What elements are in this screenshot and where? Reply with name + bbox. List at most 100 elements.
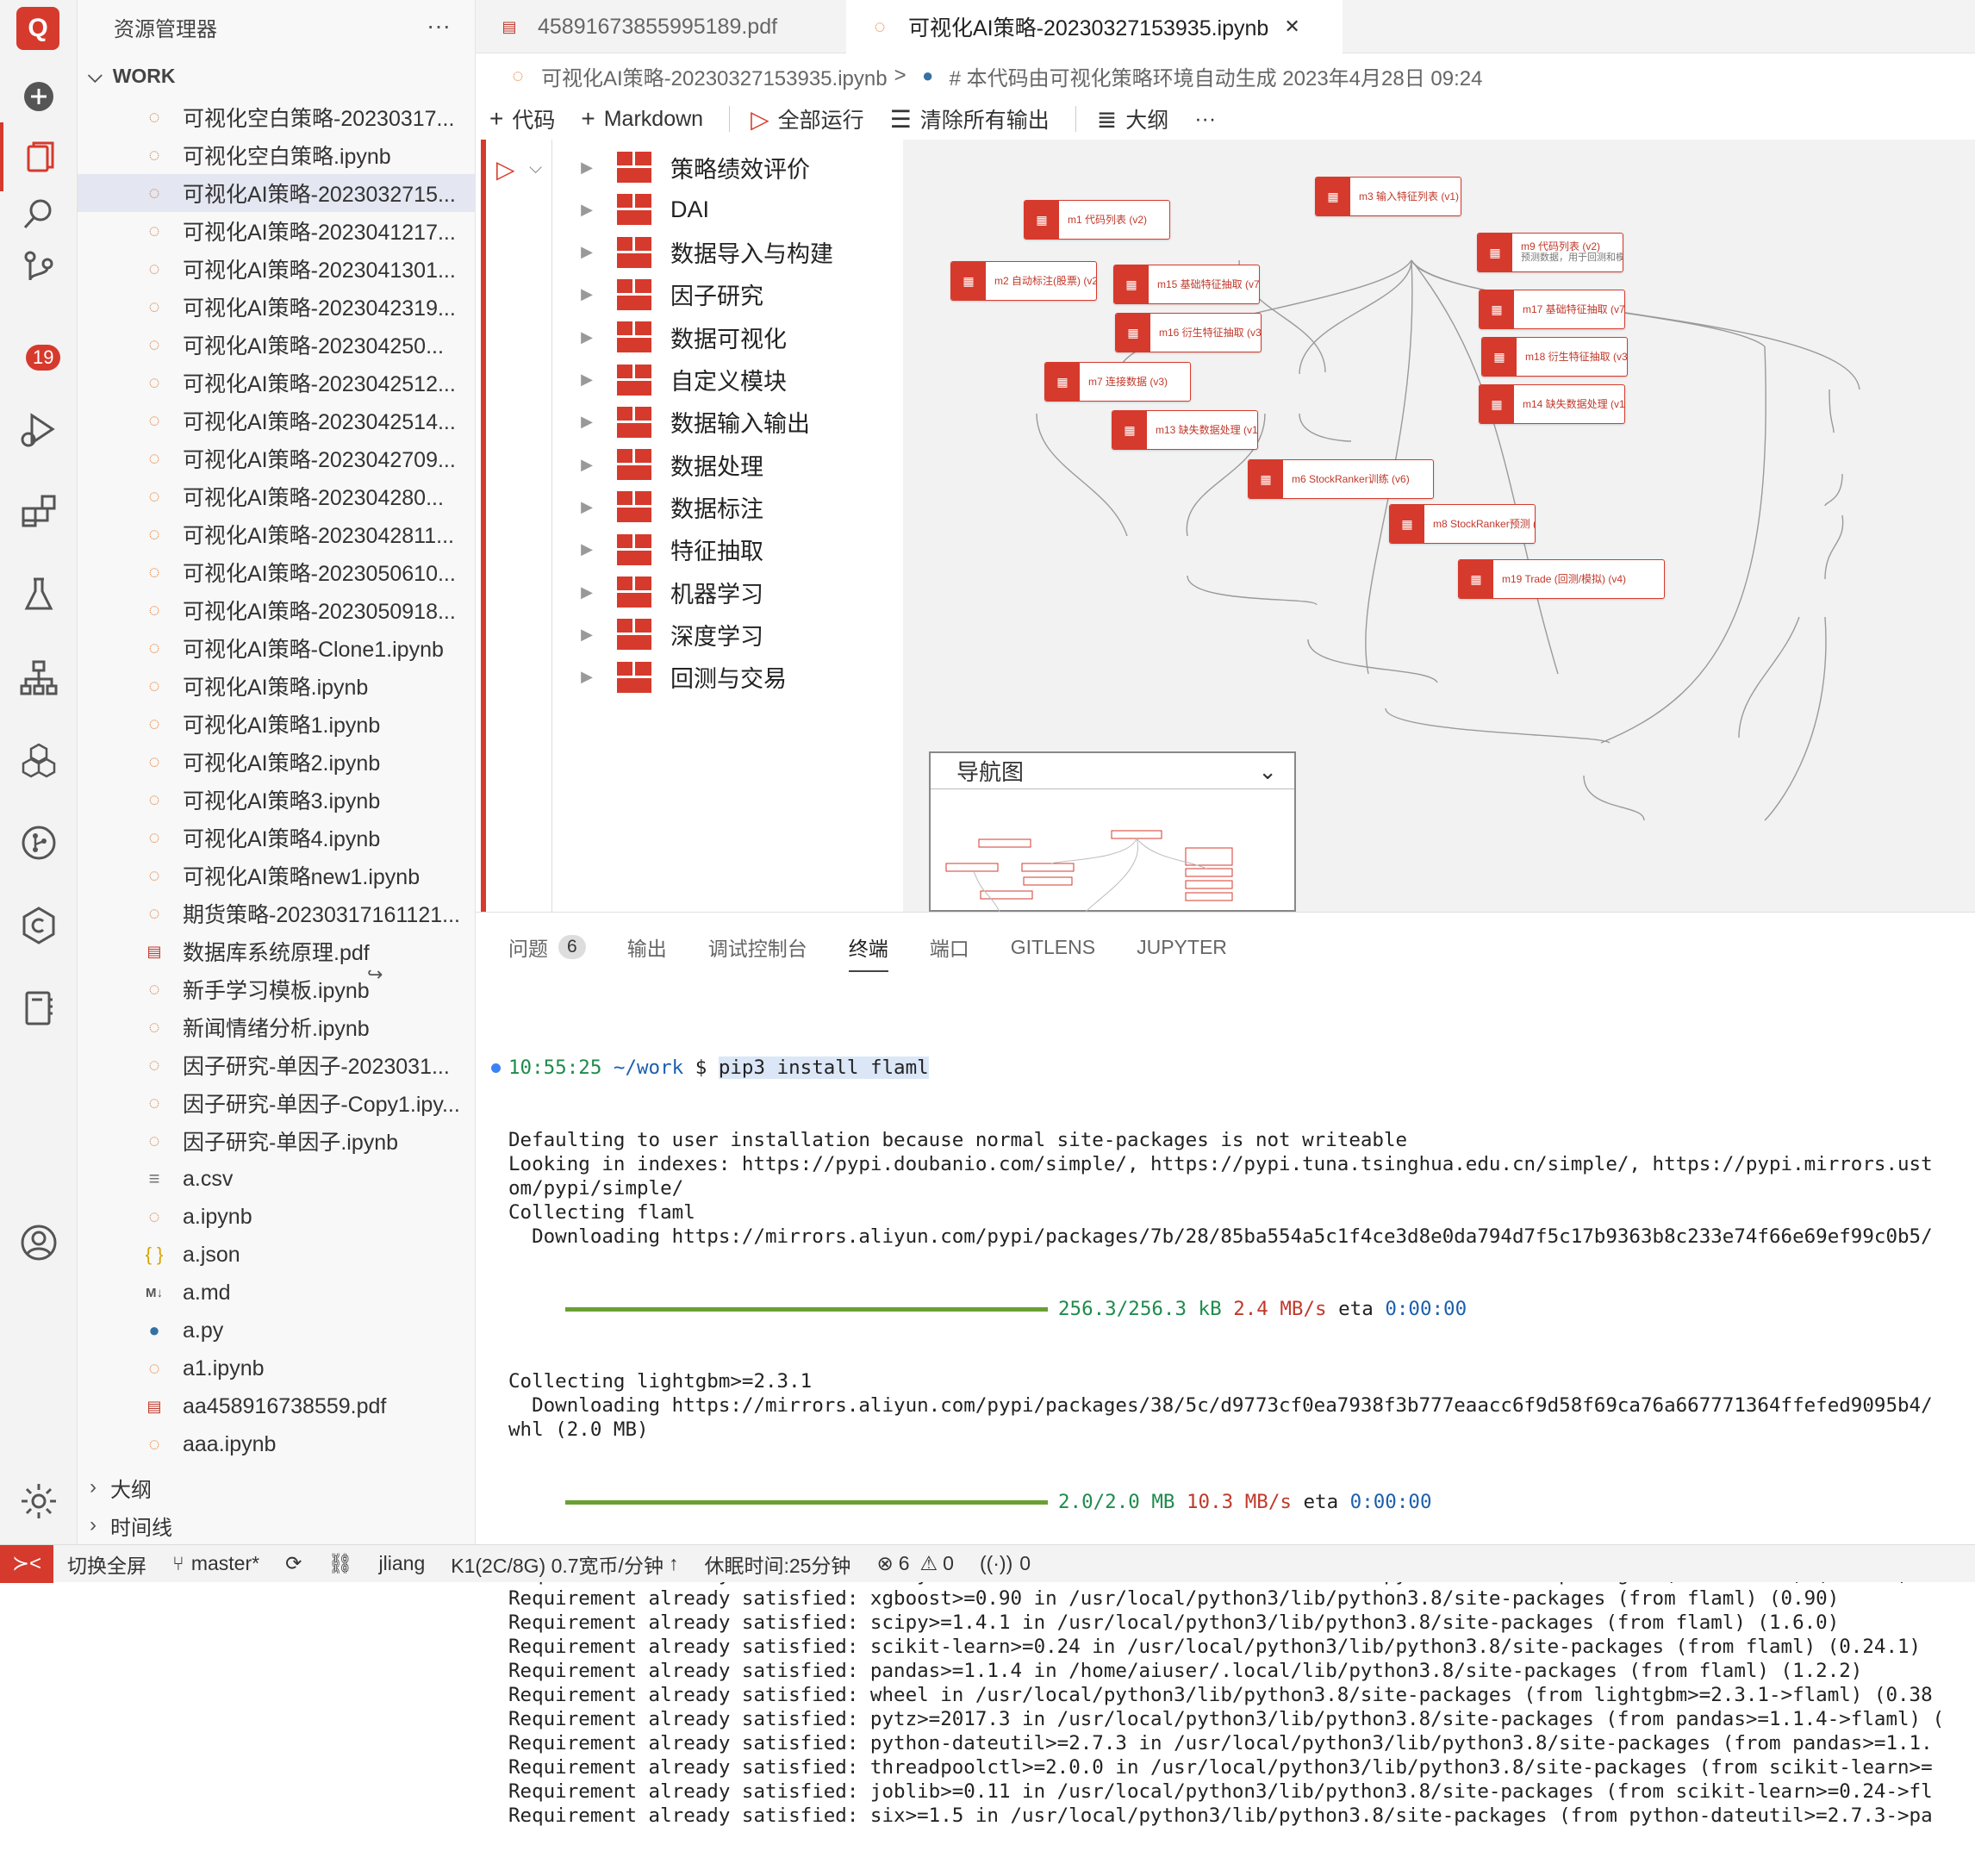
file-item[interactable]: ◌a.ipynb	[78, 1198, 475, 1236]
graph-node-m16[interactable]: ▦m16 衍生特征抽取 (v3)	[1115, 313, 1262, 352]
module-category[interactable]: ▶机器学习	[576, 566, 903, 618]
graph-node-m7[interactable]: ▦m7 连接数据 (v3)	[1044, 362, 1191, 402]
file-item[interactable]: ◌可视化AI策略-2023041217...	[78, 212, 475, 250]
file-item[interactable]: ▤aa458916738559.pdf	[78, 1387, 475, 1425]
kernel-info[interactable]: K1(2C/8G) 0.7宽币/分钟↑	[451, 1549, 678, 1579]
file-item[interactable]: ◌可视化AI策略.ipynb	[78, 667, 475, 705]
graph-node-m2[interactable]: ▦m2 自动标注(股票) (v2)	[950, 261, 1097, 301]
clear-outputs-button[interactable]: ☰清除所有输出	[890, 103, 1050, 134]
chevron-down-icon[interactable]: ⌵	[529, 159, 543, 178]
explorer-icon[interactable]	[0, 122, 78, 191]
notebook-icon[interactable]	[0, 974, 78, 1043]
graph-node-m14[interactable]: ▦m14 缺失数据处理 (v1)	[1479, 384, 1625, 424]
add-markdown-button[interactable]: +Markdown	[581, 105, 703, 133]
add-code-button[interactable]: +代码	[489, 103, 555, 134]
file-item[interactable]: ◌可视化AI策略-202304250...	[78, 326, 475, 364]
file-item[interactable]: ◌可视化AI策略-2023032715...	[78, 174, 475, 212]
file-item[interactable]: ◌可视化AI策略-2023042709...	[78, 439, 475, 477]
file-item[interactable]: { }a.json	[78, 1236, 475, 1274]
module-category[interactable]: ▶数据可视化	[576, 311, 903, 363]
graph-node-m6[interactable]: ▦m6 StockRanker训练 (v6)	[1248, 459, 1434, 499]
hierarchy-icon[interactable]	[0, 643, 78, 712]
file-item[interactable]: ◌aaa.ipynb	[78, 1425, 475, 1463]
account-icon[interactable]	[0, 1208, 78, 1277]
file-item[interactable]: ◌a1.ipynb	[78, 1349, 475, 1387]
file-item[interactable]: ◌可视化AI策略4.ipynb	[78, 819, 475, 857]
breadcrumb-cell[interactable]: # 本代码由可视化策略环境自动生成 2023年4月28日 09:24	[949, 66, 1483, 90]
graph-node-m3[interactable]: ▦m3 输入特征列表 (v1)	[1315, 177, 1461, 216]
search-icon[interactable]	[0, 179, 78, 248]
ports-status[interactable]: ((·))0	[980, 1552, 1031, 1575]
git-graph-icon[interactable]	[0, 808, 78, 877]
terminal-output[interactable]: 10:55:25 ~/work $ pip3 install flaml Def…	[491, 1007, 1975, 1876]
module-category[interactable]: ▶DAI	[576, 184, 903, 235]
file-item[interactable]: ●a.py	[78, 1312, 475, 1349]
strategy-canvas[interactable]: ▦m1 代码列表 (v2) ▦m3 输入特征列表 (v1) ▦m9 代码列表 (v2…	[903, 140, 1975, 912]
tab-output[interactable]: 输出	[626, 938, 667, 960]
close-icon[interactable]: ✕	[1284, 16, 1300, 37]
source-control-icon[interactable]	[0, 234, 78, 303]
new-file-icon[interactable]	[0, 62, 78, 131]
file-item[interactable]: ◌可视化AI策略-2023041301...	[78, 250, 475, 288]
file-item[interactable]: ◌可视化空白策略-20230317...	[78, 98, 475, 136]
file-item[interactable]: M↓a.md	[78, 1274, 475, 1312]
toggle-fullscreen[interactable]: 切换全屏	[67, 1554, 146, 1577]
sync-icon[interactable]: ⟳	[285, 1552, 302, 1574]
chevron-down-icon[interactable]: ⌄	[1258, 758, 1277, 784]
file-item[interactable]: ◌可视化AI策略1.ipynb	[78, 705, 475, 743]
graph-node-m9[interactable]: ▦m9 代码列表 (v2)预测数据，用于回测和模拟	[1477, 233, 1623, 272]
sleep-timer[interactable]: 休眠时间:25分钟	[704, 1554, 851, 1577]
extensions-icon[interactable]	[0, 477, 78, 546]
module-category[interactable]: ▶数据导入与构建	[576, 227, 903, 278]
graph-node-m15[interactable]: ▦m15 基础特征抽取 (v7)	[1113, 265, 1260, 304]
graph-node-m17[interactable]: ▦m17 基础特征抽取 (v7)	[1479, 290, 1625, 329]
graph-node-m1[interactable]: ▦m1 代码列表 (v2)	[1024, 200, 1170, 240]
file-item[interactable]: ◌新手学习模板.ipynb	[78, 970, 475, 1008]
file-item[interactable]: ◌可视化AI策略-2023050610...	[78, 553, 475, 591]
file-item[interactable]: ◌期货策略-20230317161121...	[78, 894, 475, 932]
problems-status[interactable]: ⊗6⚠0	[876, 1552, 954, 1575]
testing-flask-icon[interactable]	[0, 560, 78, 629]
breadcrumb-file[interactable]: 可视化AI策略-20230327153935.ipynb	[541, 66, 888, 90]
graph-node-m13[interactable]: ▦m13 缺失数据处理 (v1)	[1112, 410, 1258, 450]
app-logo[interactable]: Q	[16, 7, 59, 50]
run-debug-icon[interactable]	[0, 395, 78, 464]
run-cell-icon[interactable]: ▷	[496, 156, 515, 183]
git-graph-status-icon[interactable]: ⛓	[327, 1552, 353, 1574]
file-item[interactable]: ≡a.csv	[78, 1160, 475, 1198]
navigation-map[interactable]: 导航图 ⌄	[929, 751, 1296, 912]
tab-ports[interactable]: 端口	[929, 938, 969, 960]
file-item[interactable]: ◌可视化AI策略-2023050918...	[78, 591, 475, 629]
file-item[interactable]: ◌可视化AI策略new1.ipynb	[78, 857, 475, 894]
module-category[interactable]: ▶自定义模块	[576, 354, 903, 406]
workspace-root[interactable]: ⌵WORK	[78, 53, 475, 98]
graph-node-m19[interactable]: ▦m19 Trade (回测/模拟) (v4)	[1458, 559, 1665, 599]
outline-section[interactable]: ›大纲	[78, 1468, 475, 1506]
timeline-section[interactable]: ›时间线	[78, 1506, 475, 1544]
remote-indicator[interactable]: ≻<	[0, 1544, 53, 1583]
module-category[interactable]: ▶数据输入输出	[576, 396, 903, 448]
run-all-button[interactable]: ▷全部运行	[751, 103, 864, 134]
file-item[interactable]: ◌可视化AI策略-202304280...	[78, 477, 475, 515]
git-branch[interactable]: ⑂master*	[172, 1552, 259, 1575]
user-name[interactable]: jliang	[378, 1552, 426, 1574]
outline-button[interactable]: ≣大纲	[1097, 103, 1168, 134]
module-category[interactable]: ▶回测与交易	[576, 651, 903, 703]
file-item[interactable]: ◌可视化AI策略3.ipynb	[78, 781, 475, 819]
module-category[interactable]: ▶深度学习	[576, 608, 903, 660]
tab-jupyter[interactable]: JUPYTER	[1137, 935, 1227, 958]
tab-debug-console[interactable]: 调试控制台	[707, 938, 807, 960]
file-item[interactable]: ◌可视化AI策略2.ipynb	[78, 743, 475, 781]
tab-gitlens[interactable]: GITLENS	[1010, 935, 1096, 958]
settings-gear-icon[interactable]	[0, 1467, 78, 1536]
tab-terminal[interactable]: 终端	[848, 932, 888, 972]
file-item[interactable]: ◌可视化AI策略-2023042512...	[78, 364, 475, 402]
module-category[interactable]: ▶策略绩效评价	[576, 141, 903, 193]
copilot-hex-icon[interactable]	[0, 891, 78, 960]
tab-pdf[interactable]: ▤45891673855995189.pdf	[476, 0, 846, 53]
module-category[interactable]: ▶数据处理	[576, 439, 903, 490]
file-item[interactable]: ◌新闻情绪分析.ipynb	[78, 1008, 475, 1046]
file-item[interactable]: ◌可视化AI策略-Clone1.ipynb	[78, 629, 475, 667]
toolbar-more-button[interactable]: ···	[1194, 106, 1217, 131]
